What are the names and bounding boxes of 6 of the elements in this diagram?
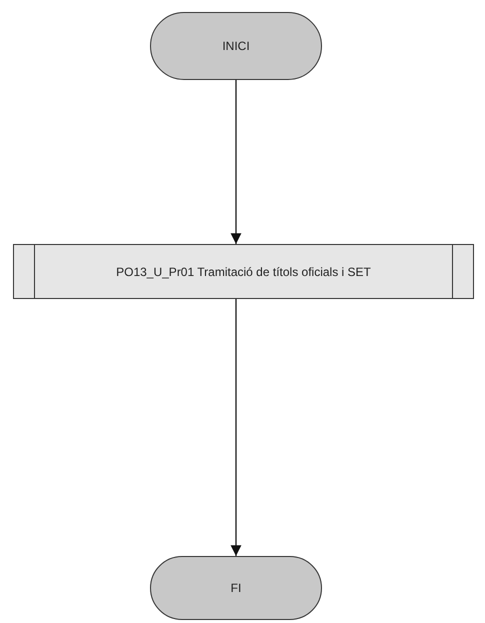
subprocess-box <box>13 244 474 299</box>
arrow <box>230 299 242 556</box>
node-label: PO13_U_Pr01 Tramitació de títols oficials i SET <box>116 264 371 278</box>
node-label: FI <box>230 581 242 595</box>
node-label: INICI <box>222 39 250 53</box>
arrow <box>230 80 242 244</box>
